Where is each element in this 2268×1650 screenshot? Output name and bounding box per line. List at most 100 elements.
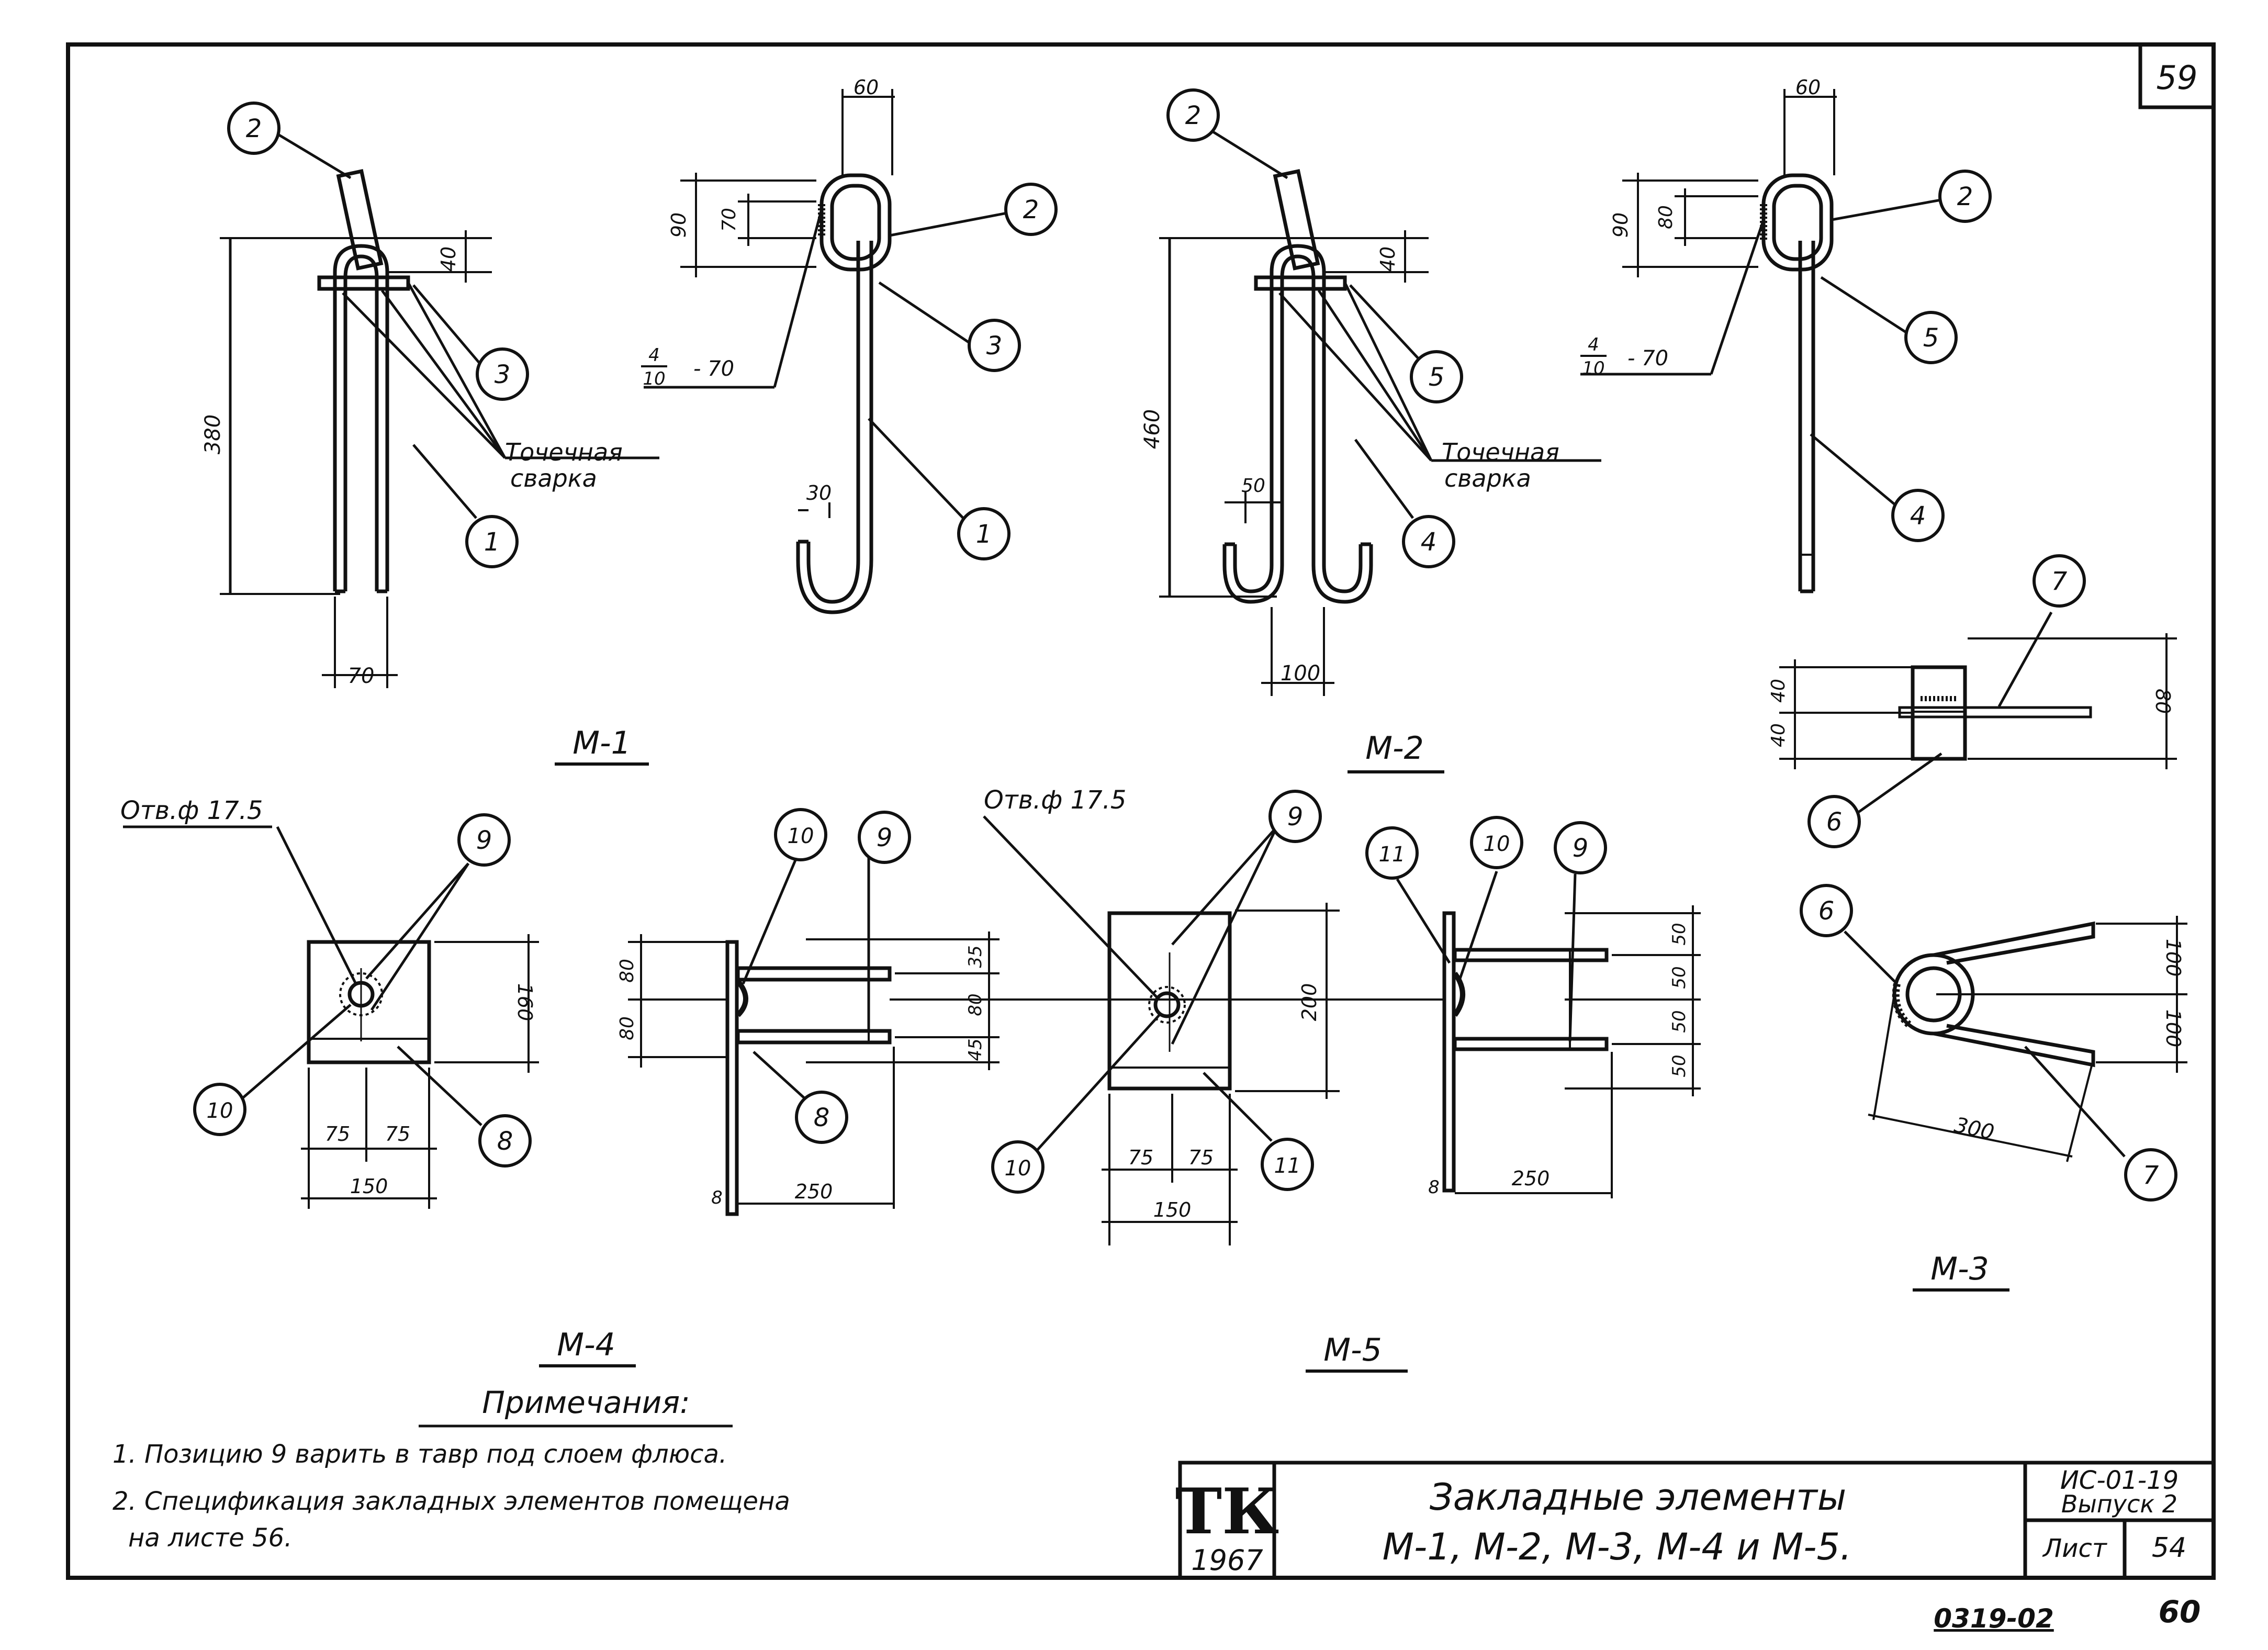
m1-dim-30: 30 [806,481,832,504]
title-m3: М-3 [1930,1251,1989,1287]
callout-3: 3 [986,331,1003,361]
m5-dim-75a: 75 [1128,1146,1153,1169]
callout-4: 4 [1910,501,1926,531]
callouts [193,88,2177,1202]
callout-10: 10 [1484,832,1510,856]
corner-number-box [2138,42,2216,109]
m2-dim-50: 50 [1241,475,1265,497]
m1-dim-70: 70 [348,664,375,688]
callout-9: 9 [476,826,492,855]
m4-dim-45: 45 [965,1038,986,1061]
m3-dim-300: 300 [1952,1113,1996,1145]
m2-dim-100: 100 [1281,661,1320,686]
m4-dim-160: 160 [513,983,536,1022]
callout-11: 11 [1379,843,1406,867]
logo-letters: ТК [1175,1475,1279,1548]
m2-dim-40: 40 [1376,246,1399,272]
m2-front-view [1159,129,1601,696]
m3-dim-40a: 40 [1768,679,1789,703]
title-block [1178,1461,2216,1580]
series-issue: Выпуск 2 [2061,1490,2177,1518]
weld-len-m1: - 70 [693,357,734,381]
weld-len-m2: - 70 [1627,346,1668,371]
weld-num-m2: 4 [1588,334,1599,355]
note-2-cont: на листе 56. [128,1523,292,1553]
note-1: 1. Позицию 9 варить в тавр под слоем флю… [113,1440,727,1469]
m1-side-view [644,89,1013,614]
corner-number: 59 [2157,59,2198,97]
m3-dim-100b: 100 [2162,1009,2185,1048]
outer-frame [66,42,2216,1580]
m1-dim-90: 90 [667,212,690,238]
m4-front-view [123,825,539,1209]
m1-dim-70b: 70 [718,208,740,232]
weld-den-m1: 10 [643,368,665,389]
callout-11: 11 [1274,1154,1301,1178]
m2-dim-80: 80 [1655,205,1677,229]
callout-9: 9 [1573,834,1589,863]
m5-dim-75b: 75 [1188,1146,1214,1169]
callout-8: 8 [497,1127,513,1156]
m2-side-view [1580,89,1947,593]
m5-dim-250: 250 [1512,1167,1550,1190]
callout-7: 7 [2143,1161,2159,1190]
m3-dim-40b: 40 [1768,723,1789,747]
m5-front-view [983,815,1340,1245]
title-m4: М-4 [557,1327,615,1363]
callout-2: 2 [246,114,262,143]
sheet-label: Лист [2042,1534,2108,1563]
m1-dim-60: 60 [854,76,879,99]
callout-9: 9 [877,823,893,852]
m4-dim-35: 35 [965,945,986,968]
weld-num-m1: 4 [648,345,660,366]
m5-dim-8: 8 [1428,1177,1440,1198]
m4-dim-80c: 80 [965,993,986,1016]
callout-6: 6 [1818,896,1835,926]
callout-10: 10 [1005,1157,1031,1181]
sheet-number: 54 [2152,1532,2186,1564]
m3-dim-80: 80 [2151,689,2174,714]
m5-dim-50d: 50 [1669,1054,1690,1077]
m2-dim-90: 90 [1609,212,1632,238]
callout-10: 10 [207,1099,233,1123]
m4-dim-80a: 80 [616,959,638,983]
callout-1: 1 [484,527,500,557]
m1-dim-40: 40 [437,246,460,272]
m4-dim-250: 250 [795,1180,833,1203]
m5-dim-50a: 50 [1669,923,1690,945]
title-m5: М-5 [1323,1332,1382,1368]
m5-dim-50b: 50 [1669,966,1690,989]
callout-9: 9 [1287,802,1304,832]
m2-dim-60: 60 [1795,76,1821,99]
spot-weld-label2-m1: сварка [510,464,597,492]
m4-side-view [628,847,1000,1216]
m3-side-view [1844,916,2187,1162]
m3-top-view [1779,611,2177,818]
hole-label-m5: Отв.ф 17.5 [984,785,1126,815]
spot-weld-label-m2: Точечная [1442,438,1559,466]
logo-year: 1967 [1191,1544,1263,1577]
notes-heading: Примечания: [482,1385,690,1420]
m5-dim-150: 150 [1153,1198,1192,1221]
series-code: ИС-01-19 [2060,1466,2179,1495]
footer-code: 0319-02 [1934,1603,2054,1634]
m4-dim-75a: 75 [325,1123,350,1146]
m4-dim-75b: 75 [385,1123,410,1146]
title-m2: М-2 [1365,730,1424,767]
callout-2: 2 [1185,101,1202,130]
m1-front-view [220,129,659,688]
callout-1: 1 [976,520,992,549]
m3-dim-100a: 100 [2162,939,2185,977]
callout-2: 2 [1957,182,1973,211]
footer-page: 60 [2159,1594,2201,1630]
m4-dim-150: 150 [350,1175,388,1198]
callout-10: 10 [788,824,814,848]
m4-dim-8: 8 [711,1187,723,1208]
m1-dim-380: 380 [201,414,225,454]
callout-4: 4 [1421,527,1437,557]
callout-5: 5 [1923,323,1939,353]
m5-side-view [1396,871,1701,1198]
title-line-1: Закладные элементы [1430,1476,1846,1519]
callout-8: 8 [814,1103,830,1132]
